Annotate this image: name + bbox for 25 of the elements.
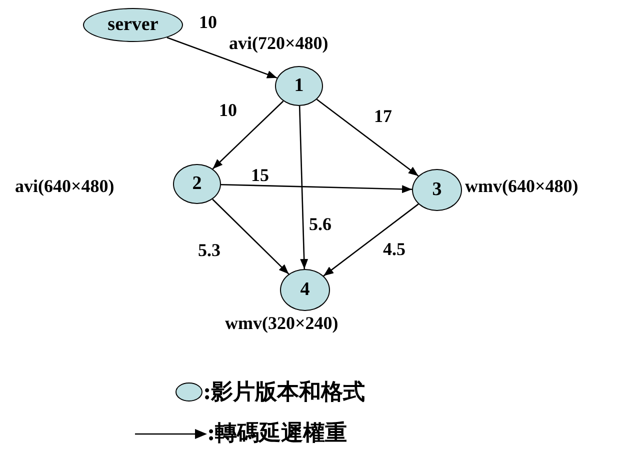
version-ellipse: 1: [275, 66, 323, 106]
format-label: wmv(640×480): [465, 177, 578, 195]
format-label: avi(640×480): [15, 177, 114, 195]
legend-text: :轉碼延遲權重: [207, 422, 348, 444]
arrow: [212, 198, 290, 274]
edge-label: 10: [218, 101, 238, 119]
edge-label: 5.6: [308, 215, 332, 233]
arrow: [212, 100, 284, 170]
format-label: wmv(320×240): [225, 314, 338, 332]
arrow: [298, 106, 308, 270]
arrow: [323, 204, 419, 276]
version-ellipse: 3: [412, 169, 462, 211]
arrow: [220, 184, 412, 194]
version-ellipse: 2: [173, 164, 221, 204]
arrow: [316, 98, 419, 176]
edge-label: 5.3: [197, 241, 222, 259]
legend-text: :影片版本和格式: [203, 381, 366, 403]
edge-label: 17: [373, 107, 393, 125]
version-ellipse: 4: [280, 269, 330, 311]
arrow: [166, 36, 278, 79]
edge-label: 4.5: [382, 240, 406, 258]
server-ellipse: server: [83, 8, 183, 42]
edge-label: 10: [198, 13, 218, 31]
edge-label: 15: [250, 166, 270, 184]
format-label: avi(720×480): [229, 34, 328, 52]
